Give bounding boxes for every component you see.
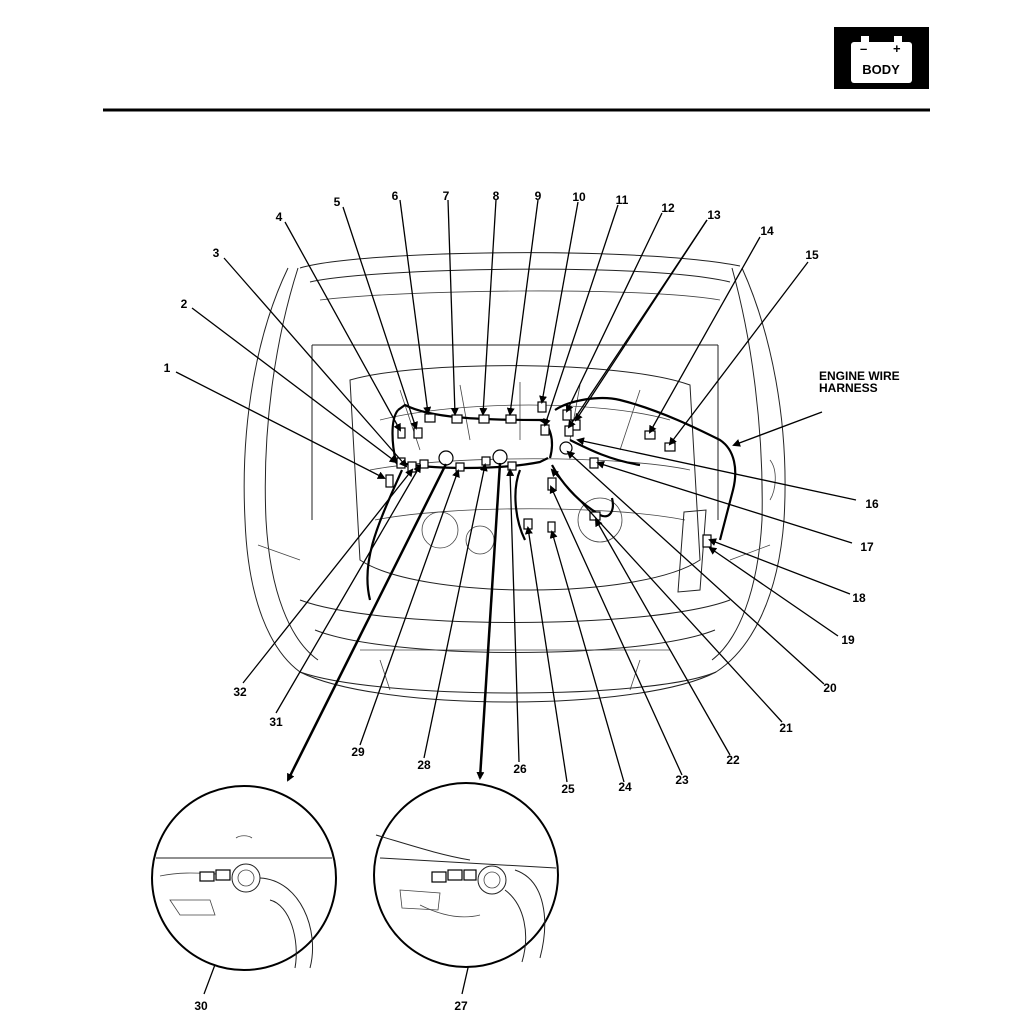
badge-label: BODY	[862, 62, 900, 77]
callout-21: 21	[779, 721, 793, 735]
callout-11: 11	[616, 193, 629, 207]
callout-6: 6	[392, 189, 399, 203]
callout-28: 28	[417, 758, 431, 772]
callout-7: 7	[443, 189, 450, 203]
badge-minus: –	[860, 41, 867, 56]
callout-27: 27	[454, 999, 468, 1013]
leader-lines	[175, 199, 857, 995]
callout-1: 1	[164, 361, 171, 375]
badge-plus: +	[893, 41, 901, 56]
callout-23: 23	[675, 773, 689, 787]
connectors	[385, 401, 712, 548]
callout-30: 30	[194, 999, 208, 1013]
callout-20: 20	[823, 681, 837, 695]
callout-18: 18	[852, 591, 866, 605]
callout-12: 12	[661, 201, 675, 215]
callout-17: 17	[860, 540, 874, 554]
callout-14: 14	[760, 224, 774, 238]
callout-15: 15	[805, 248, 819, 262]
callout-29: 29	[351, 745, 365, 759]
callout-16: 16	[865, 497, 879, 511]
callout-3: 3	[213, 246, 220, 260]
callout-24: 24	[618, 780, 632, 794]
harness-label: ENGINE WIRE HARNESS	[819, 369, 900, 395]
detail-view-left	[151, 785, 337, 971]
callout-32: 32	[233, 685, 247, 699]
callout-31: 31	[269, 715, 283, 729]
callout-10: 10	[572, 190, 586, 204]
callout-2: 2	[181, 297, 188, 311]
body-badge: – + BODY	[834, 27, 929, 89]
callout-9: 9	[535, 189, 542, 203]
callout-19: 19	[841, 633, 855, 647]
callout-22: 22	[726, 753, 740, 767]
callout-26: 26	[513, 762, 527, 776]
callout-25: 25	[561, 782, 575, 796]
harness-label-line2: HARNESS	[819, 381, 878, 395]
harness-label-line1: ENGINE WIRE	[819, 369, 900, 383]
callout-8: 8	[493, 189, 500, 203]
battery-icon	[851, 36, 912, 83]
callout-13: 13	[707, 208, 721, 222]
callout-4: 4	[276, 210, 283, 224]
detail-view-right	[373, 782, 559, 968]
callout-numbers: 1 2 3 4 5 6 7 8 9 10 11 12 13 14 15 16 1…	[164, 189, 879, 1013]
callout-5: 5	[334, 195, 341, 209]
